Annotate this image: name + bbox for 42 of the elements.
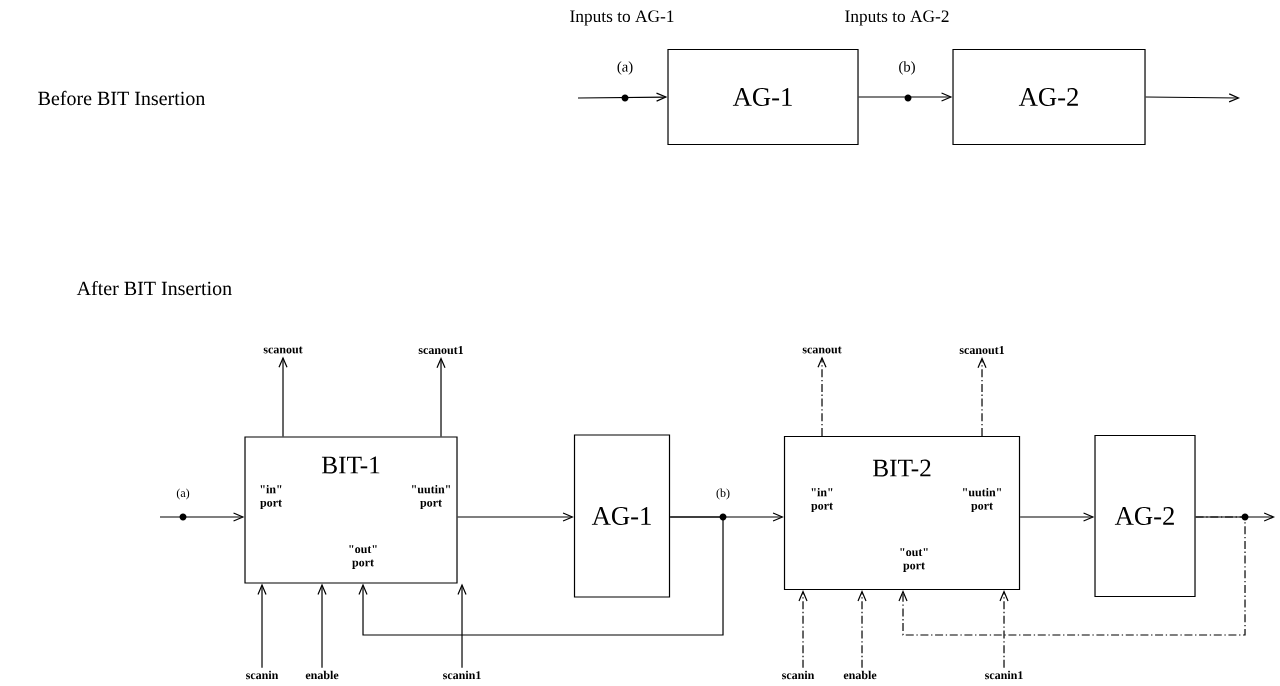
signal-label: scanout: [263, 346, 303, 354]
input-label: Inputs to AG-1: [570, 10, 674, 26]
point-label: (a): [617, 61, 633, 75]
arrow: [817, 356, 827, 437]
arrow: [278, 356, 288, 437]
section-heading: Before BIT Insertion: [38, 90, 206, 106]
point-label: (a): [176, 488, 190, 500]
block-box: AG-1: [573, 434, 671, 598]
point-label: (b): [716, 488, 730, 500]
arrow: [257, 583, 267, 669]
bit-block: BIT-1 "in" port "uutin" port "out" port: [244, 436, 458, 584]
arrow: [1145, 93, 1240, 103]
arrow: [858, 92, 953, 102]
arrow: [798, 590, 808, 669]
arrow: [457, 512, 574, 522]
arrow: [1019, 512, 1095, 522]
input-label: Inputs to AG-2: [845, 10, 949, 26]
arrow: [898, 516, 1246, 636]
bit-block: BIT-2 "in" port "uutin" port "out" port: [783, 435, 1021, 591]
point-label: (b): [899, 61, 915, 75]
signal-label: scanout1: [959, 345, 1005, 355]
arrow: [857, 590, 867, 669]
signal-label: scanin1: [443, 670, 481, 680]
section-heading: After BIT Insertion: [76, 280, 232, 296]
block-box: AG-2: [1094, 434, 1196, 598]
signal-label: scanin1: [985, 670, 1023, 680]
arrow: [457, 583, 467, 669]
arrow: [977, 356, 987, 437]
signal-label: enable: [305, 670, 339, 680]
arrow: [317, 583, 327, 669]
arrow: [159, 512, 245, 522]
arrow: [358, 516, 724, 636]
signal-label: scanin: [782, 670, 815, 680]
arrow: [577, 92, 668, 102]
block-box: AG-2: [952, 48, 1146, 146]
signal-label: enable: [843, 670, 877, 680]
signal-label: scanout1: [418, 345, 464, 355]
arrow: [436, 356, 446, 437]
signal-label: scanout: [802, 346, 842, 354]
signal-label: scanin: [246, 670, 279, 680]
block-box: AG-1: [667, 48, 859, 146]
arrow: [999, 590, 1009, 669]
